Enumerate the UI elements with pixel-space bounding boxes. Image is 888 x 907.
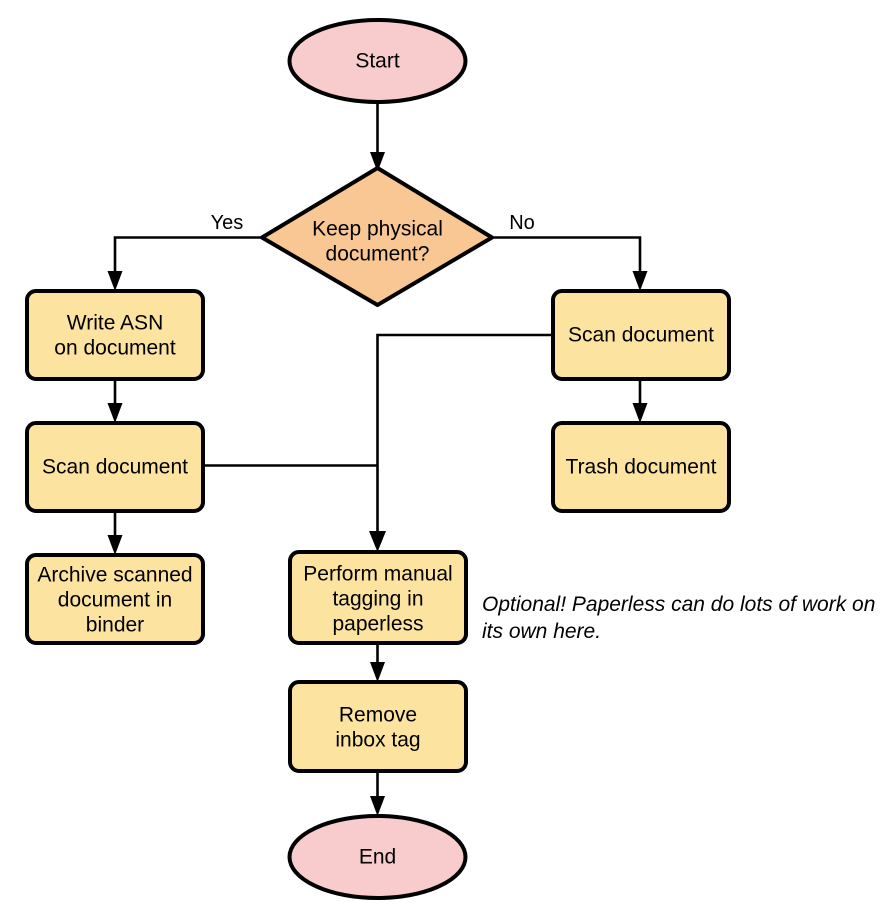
node-archive-label-line1: Archive scanned [37,564,192,587]
process-box-shape [25,553,205,645]
node-scan-document-right[interactable]: Scan document [551,289,731,381]
arrow-head-icon [370,662,385,682]
node-trash-document[interactable]: Trash document [551,421,731,513]
arrow-head-icon [369,531,386,552]
edge-remove-inbox-to-end [370,771,385,816]
node-write-asn-label-line2: on document [54,337,176,360]
node-keep-physical-document[interactable]: Keep physical document? [260,166,494,307]
process-box-shape [288,550,468,645]
edge-label-no: No [509,212,535,234]
node-scan-document-right-label: Scan document [568,324,714,347]
node-write-asn-label-line1: Write ASN [67,312,163,335]
start-ellipse-shape [287,18,468,104]
process-box-shape [551,289,731,381]
node-end[interactable]: End [287,814,468,900]
edge-write-asn-to-scan-left [107,379,123,423]
node-start[interactable]: Start [287,18,468,104]
arrow-head-icon [632,403,648,423]
optional-note-line1: Optional! Paperless can do lots of work … [482,593,875,616]
node-trash-document-label: Trash document [566,456,717,479]
process-box-shape [551,421,731,513]
node-scan-document-left-label: Scan document [42,456,188,479]
edge-scan-left-to-archive [107,511,123,555]
process-box-shape [288,680,468,773]
arrow-head-icon [107,535,123,555]
arrow-head-icon [632,271,648,291]
process-box-shape [25,289,205,381]
node-start-label: Start [355,50,400,73]
optional-note-line2: its own here. [482,620,601,643]
optional-note: Optional! Paperless can do lots of work … [482,593,875,643]
node-keep-physical-label-line1: Keep physical [312,218,443,241]
edge-scan-right-to-manual-tagging [369,333,553,552]
node-scan-document-left[interactable]: Scan document [25,421,205,513]
node-archive-label-line2: document in [58,589,172,612]
arrow-head-icon [107,403,123,423]
arrow-head-icon [107,271,123,291]
edge-scan-right-to-trash [632,379,648,423]
node-write-asn-on-document[interactable]: Write ASN on document [25,289,205,381]
node-manual-tagging-label-line2: tagging in [332,588,423,611]
edge-decision-no: No [492,212,648,291]
node-remove-inbox-label-line1: Remove [339,704,417,727]
edge-start-to-decision [370,102,385,172]
end-ellipse-shape [287,814,468,900]
node-perform-manual-tagging[interactable]: Perform manual tagging in paperless [288,550,468,645]
edge-label-yes: Yes [211,212,244,234]
node-manual-tagging-label-line3: paperless [332,613,423,636]
arrow-head-icon [370,152,385,172]
node-remove-inbox-label-line2: inbox tag [335,729,420,752]
node-manual-tagging-label-line1: Perform manual [303,563,452,586]
edge-manual-tagging-to-remove-inbox [370,643,385,682]
node-archive-scanned-document-in-binder[interactable]: Archive scanned document in binder [25,553,205,645]
node-end-label: End [359,846,396,869]
process-box-shape [25,421,205,513]
edge-decision-yes: Yes [107,212,262,291]
node-archive-label-line3: binder [86,614,144,637]
node-remove-inbox-tag[interactable]: Remove inbox tag [288,680,468,773]
arrow-head-icon [370,796,385,816]
decision-diamond-shape [260,166,494,307]
node-keep-physical-label-line2: document? [326,243,430,266]
